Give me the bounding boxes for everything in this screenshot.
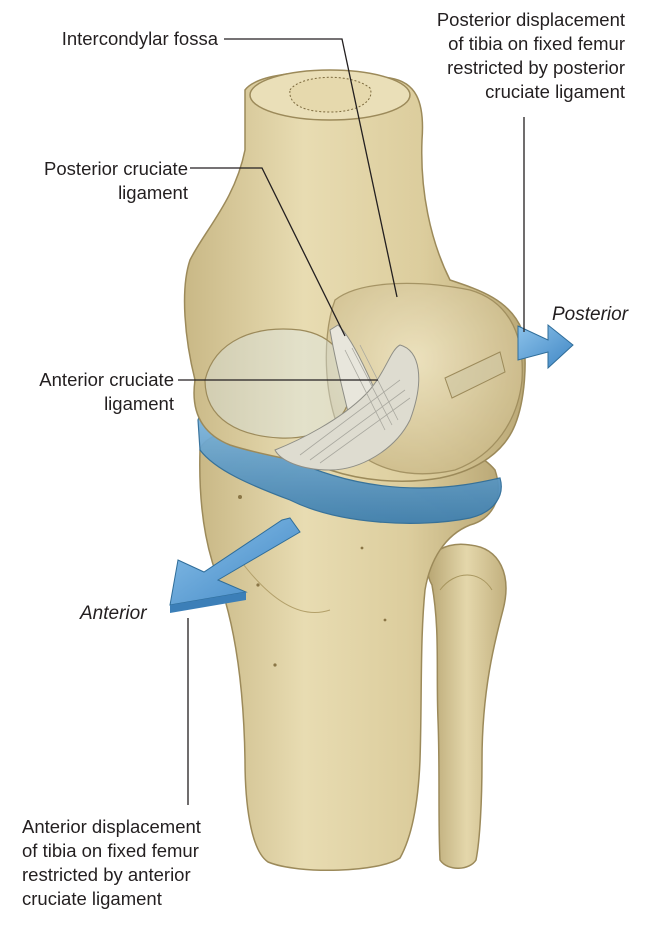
leader-lines xyxy=(178,38,525,805)
leader-intercondylar-fossa xyxy=(224,38,398,298)
posterior-arrow xyxy=(444,323,574,399)
label-posterior-cruciate-ligament: Posterior cruciate ligament xyxy=(44,158,188,203)
label-anterior-displacement: Anterior displacement of tibia on fixed … xyxy=(22,816,201,909)
fibula xyxy=(426,543,507,869)
anterior-arrow xyxy=(169,517,301,613)
leader-posterior-cruciate xyxy=(190,167,346,337)
label-posterior-displacement: Posterior displacement of tibia on fixed… xyxy=(436,9,625,102)
label-posterior-direction: Posterior xyxy=(552,304,629,325)
cruciate-ligaments xyxy=(274,324,420,471)
label-anterior-direction: Anterior xyxy=(80,603,147,624)
label-intercondylar-fossa: Intercondylar fossa xyxy=(61,28,218,49)
label-anterior-cruciate-ligament: Anterior cruciate ligament xyxy=(39,369,174,414)
